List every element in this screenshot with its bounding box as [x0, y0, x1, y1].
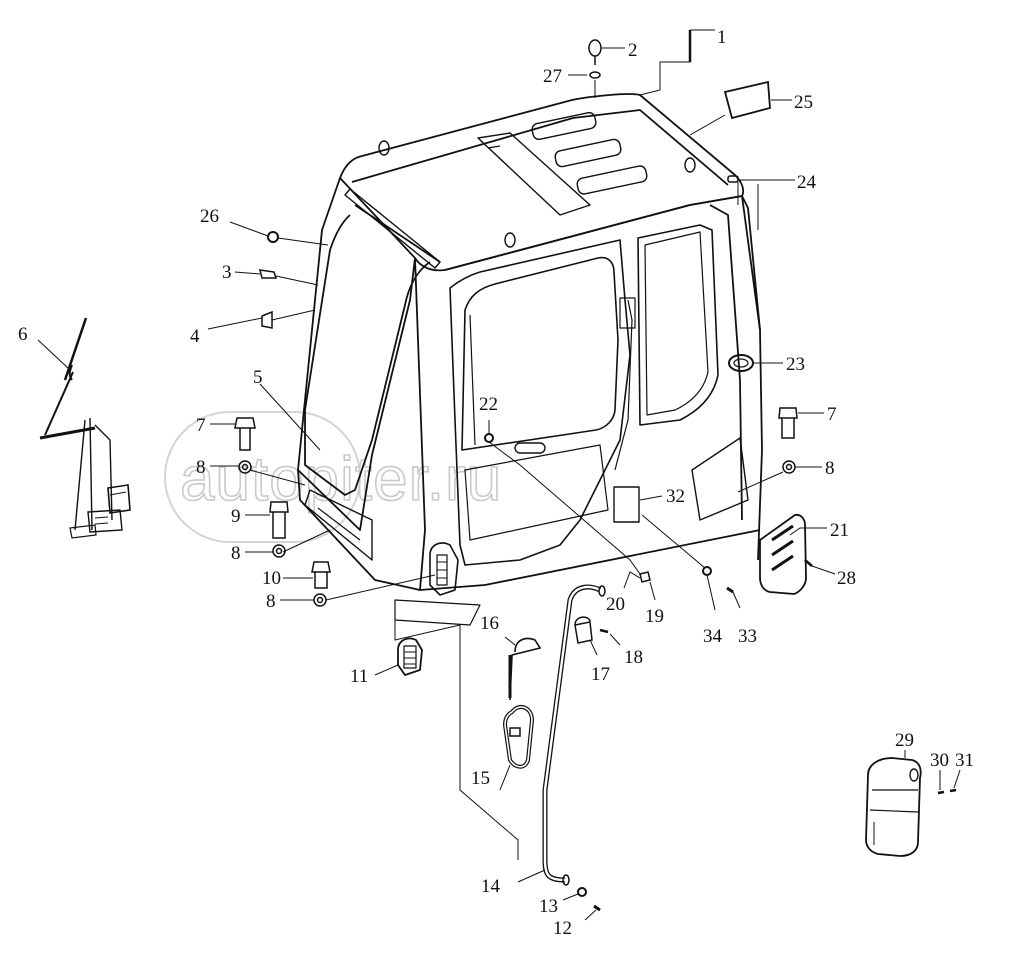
washer-left-2 — [272, 544, 286, 558]
callout-8-c: 8 — [266, 591, 276, 612]
callout-8-a: 8 — [196, 457, 206, 478]
bolt-9 — [269, 501, 289, 539]
bolt-12 — [593, 904, 601, 912]
callout-7-left: 7 — [196, 415, 206, 436]
wiper-assembly-part — [39, 317, 131, 539]
ring-part — [502, 704, 535, 769]
callout-21: 21 — [830, 520, 849, 541]
screw-18 — [599, 628, 609, 634]
bolt-left — [234, 417, 256, 451]
callout-11: 11 — [350, 666, 368, 687]
hose-bracket-part — [508, 637, 542, 701]
callout-4: 4 — [190, 326, 200, 347]
callout-3: 3 — [222, 262, 232, 283]
pin-part — [727, 175, 739, 183]
callout-32: 32 — [666, 486, 685, 507]
callout-25: 25 — [794, 92, 813, 113]
callout-6: 6 — [18, 324, 28, 345]
callout-12: 12 — [553, 918, 572, 939]
fitting-19 — [639, 571, 651, 583]
callout-7-right: 7 — [827, 404, 837, 425]
cab-body — [297, 93, 763, 626]
grab-handle-part — [397, 637, 423, 677]
clip-part — [259, 269, 278, 279]
washer-left-1 — [238, 460, 252, 474]
callout-5: 5 — [253, 367, 263, 388]
callout-24: 24 — [797, 172, 817, 193]
rear-visor-part — [723, 80, 771, 120]
screw-28 — [804, 559, 813, 567]
nut-22 — [484, 433, 494, 443]
callout-23: 23 — [786, 354, 805, 375]
callout-18: 18 — [624, 647, 643, 668]
watermark: autopiter.ru — [164, 411, 502, 543]
callout-10: 10 — [262, 568, 281, 589]
nut-34 — [702, 566, 712, 576]
callout-22: 22 — [479, 394, 498, 415]
callout-33: 33 — [738, 626, 757, 647]
bolt-right — [778, 407, 798, 439]
callout-31: 31 — [955, 750, 974, 771]
bolt-30 — [937, 790, 945, 795]
callout-27: 27 — [543, 66, 562, 87]
bolt-31 — [949, 788, 957, 793]
callout-15: 15 — [471, 768, 490, 789]
bolt-33 — [726, 586, 734, 594]
callout-29: 29 — [895, 730, 914, 751]
callout-19: 19 — [645, 606, 664, 627]
eye-bolt-part — [588, 39, 602, 57]
callout-20: 20 — [606, 594, 625, 615]
clamp-17 — [574, 616, 593, 644]
bolt-10 — [311, 561, 331, 589]
washer-right — [782, 460, 796, 474]
washer-tank-part — [865, 757, 922, 857]
callout-26: 26 — [200, 206, 219, 227]
washer-13 — [577, 887, 587, 897]
callout-34: 34 — [703, 626, 723, 647]
leader-lines — [37, 29, 961, 921]
callout-8-b: 8 — [231, 543, 241, 564]
rear-plate-part — [759, 513, 807, 595]
callout-28: 28 — [837, 568, 856, 589]
callout-14: 14 — [481, 876, 501, 897]
callout-8-right: 8 — [825, 458, 835, 479]
handrail-part — [543, 585, 601, 882]
callout-9: 9 — [231, 506, 241, 527]
nut-part — [267, 231, 279, 243]
callout-17: 17 — [591, 664, 610, 685]
washer-left-3 — [313, 593, 327, 607]
watermark-text: autopiter.ru — [180, 445, 502, 514]
washer-part — [589, 71, 601, 79]
bracket-part — [261, 310, 273, 329]
callout-labels: 1 2 27 25 24 26 3 4 6 5 7 8 9 8 10 8 22 … — [18, 27, 974, 939]
callout-13: 13 — [539, 896, 558, 917]
callout-2: 2 — [628, 40, 638, 61]
callout-1: 1 — [717, 27, 727, 48]
callout-16: 16 — [480, 613, 499, 634]
callout-30: 30 — [930, 750, 949, 771]
